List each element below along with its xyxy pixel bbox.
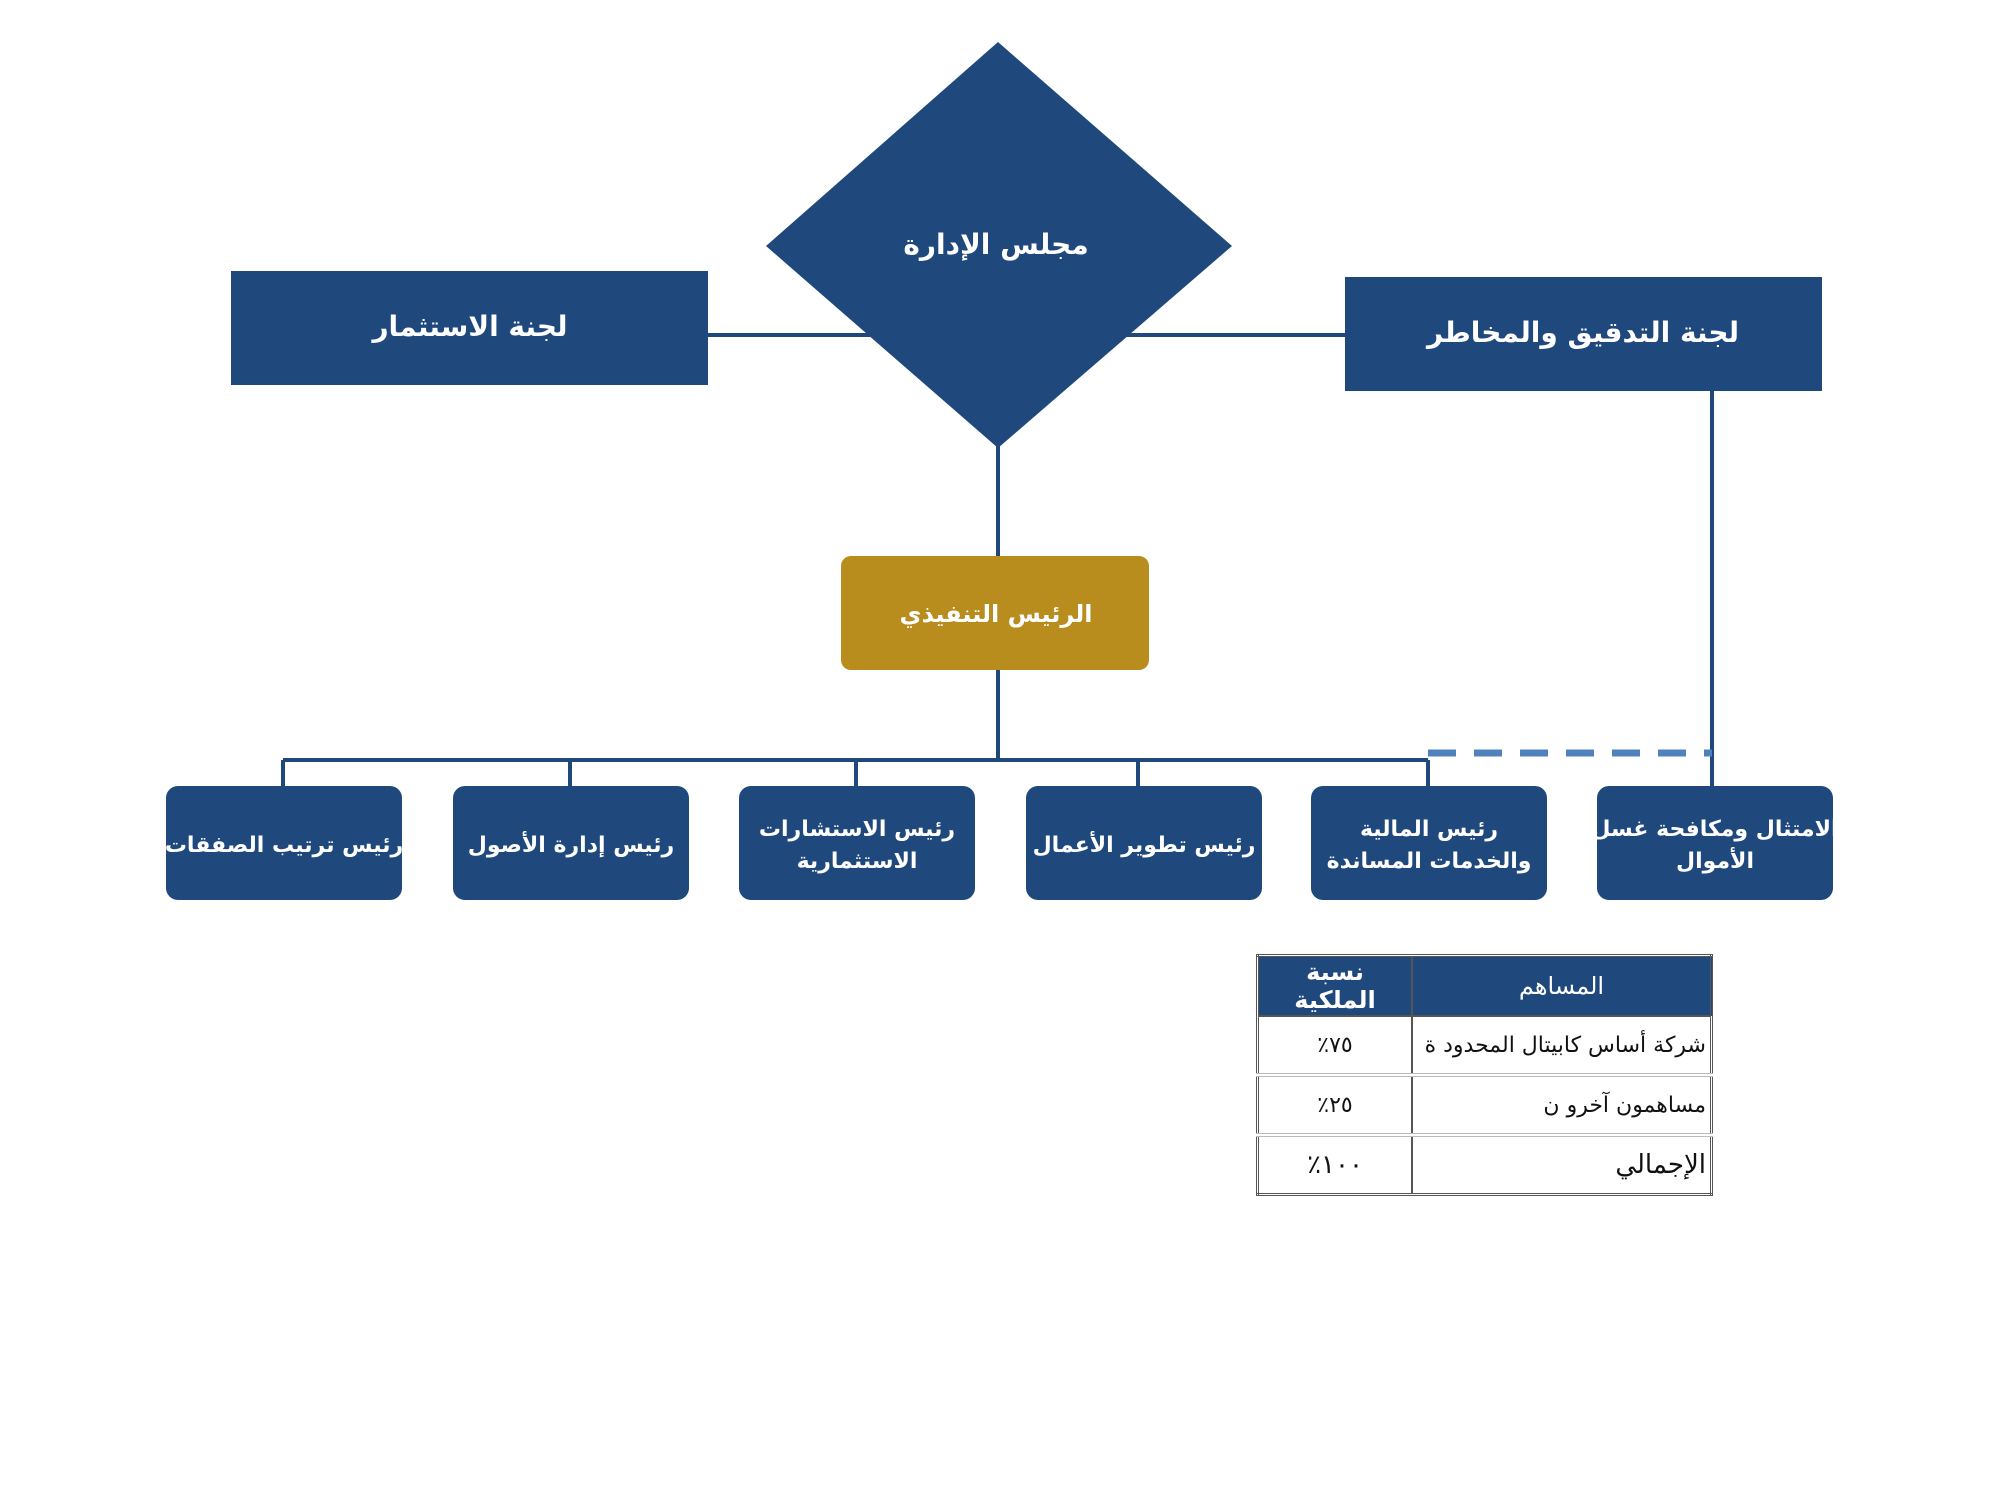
investment-committee-label: لجنة الاستثمار — [370, 310, 567, 343]
department-box: الامتثال ومكافحة غسل الأموال — [1591, 786, 1839, 900]
total-share: ١٠٠٪ — [1256, 1135, 1413, 1196]
audit-committee-box: لجنة التدقيق والمخاطر — [1345, 277, 1822, 391]
shareholder-share: ٢٥٪ — [1256, 1075, 1413, 1137]
shareholder-share: ٧٥٪ — [1256, 1016, 1413, 1077]
department-box: رئيس تطوير الأعمال — [1026, 786, 1262, 900]
department-box: رئيس ترتيب الصفقات — [165, 786, 403, 900]
shareholder-name: مساهمون آخرو ن — [1411, 1075, 1713, 1137]
department-label: الامتثال ومكافحة غسل — [1591, 817, 1838, 842]
department-row: رئيس ترتيب الصفقات رئيس إدارة الأصول رئيس … — [165, 786, 1839, 900]
department-label: رئيس تطوير الأعمال — [1033, 830, 1256, 858]
audit-committee-label: لجنة التدقيق والمخاطر — [1425, 316, 1739, 349]
board-diamond: مجلس الإدارة — [766, 42, 1232, 448]
department-label: رئيس إدارة الأصول — [468, 830, 674, 858]
shareholders-header-row: المساهم نسبة الملكية — [1256, 954, 1713, 1017]
department-box: رئيس الاستشارات الاستثمارية — [739, 786, 975, 900]
table-row: شركة أساس كابيتال المحدود ة ٧٥٪ — [1256, 1016, 1713, 1077]
table-row: مساهمون آخرو ن ٢٥٪ — [1256, 1075, 1713, 1137]
department-label: رئيس المالية — [1360, 817, 1498, 842]
total-label: الإجمالي — [1411, 1135, 1713, 1196]
board-label: مجلس الإدارة — [903, 228, 1088, 261]
table-row-total: الإجمالي ١٠٠٪ — [1256, 1135, 1713, 1196]
department-label: رئيس الاستشارات — [759, 817, 955, 842]
header-share: نسبة الملكية — [1256, 954, 1413, 1017]
connectors — [281, 333, 1714, 786]
department-box: رئيس إدارة الأصول — [453, 786, 689, 900]
header-holder: المساهم — [1411, 954, 1713, 1017]
department-label: الأموال — [1676, 846, 1754, 874]
department-label: رئيس ترتيب الصفقات — [165, 833, 403, 858]
department-box: رئيس المالية والخدمات المساندة — [1311, 786, 1547, 900]
shareholders-table: المساهم نسبة الملكية شركة أساس كابيتال ا… — [1256, 954, 1713, 1196]
ceo-box: الرئيس التنفيذي — [841, 556, 1149, 670]
department-label: والخدمات المساندة — [1327, 849, 1532, 874]
shareholder-name: شركة أساس كابيتال المحدود ة — [1411, 1016, 1713, 1077]
department-label: الاستثمارية — [797, 849, 918, 874]
investment-committee-box: لجنة الاستثمار — [231, 271, 708, 385]
ceo-label: الرئيس التنفيذي — [899, 600, 1092, 628]
